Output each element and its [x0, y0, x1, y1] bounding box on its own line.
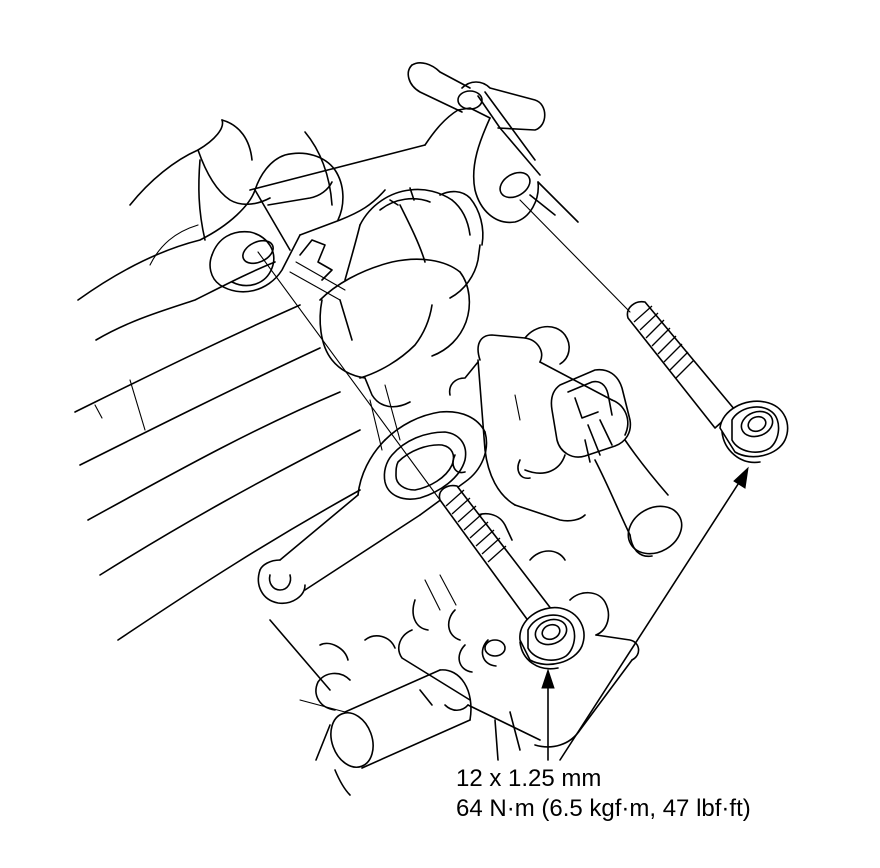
right-housing	[448, 325, 683, 558]
leader-arrow-icon	[541, 466, 749, 761]
torque-spec-callout: 12 x 1.25 mm 64 N·m (6.5 kgf·m, 47 lbf·f…	[456, 764, 751, 824]
lower-bracket	[257, 410, 488, 605]
lower-flange-bolt-icon	[438, 484, 585, 670]
torque-value-label: 64 N·m (6.5 kgf·m, 47 lbf·ft)	[456, 795, 751, 822]
installation-guide-lines	[257, 199, 631, 501]
bolt-size-label: 12 x 1.25 mm	[456, 765, 602, 792]
engine-housing	[74, 119, 361, 641]
rubber-mount	[319, 187, 484, 451]
bottom-solenoid	[299, 669, 541, 796]
top-lever	[407, 62, 579, 224]
upper-flange-bolt-icon	[626, 300, 789, 464]
